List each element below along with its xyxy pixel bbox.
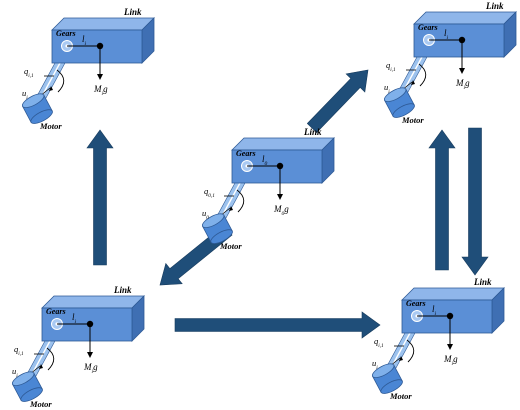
transition-arrow-bottom-left-to-bottom-right <box>174 311 381 339</box>
gears-label: Gears <box>56 29 76 38</box>
link-label: Link <box>303 127 322 137</box>
gravity-arrowhead <box>97 74 103 80</box>
transition-arrow-bottom-right-to-top-right <box>428 129 456 271</box>
gravity-arrowhead <box>87 352 93 358</box>
gears-label: Gears <box>236 149 256 158</box>
motor-top <box>21 93 45 108</box>
rotation-curve <box>46 347 55 371</box>
transition-arrow-bottom-left-to-top-left <box>86 129 114 266</box>
link-length-label: li <box>82 34 87 47</box>
gravity-arrowhead <box>459 68 465 74</box>
gears-label: Gears <box>418 23 438 32</box>
motor-label: Motor <box>219 241 242 251</box>
motor-icon <box>371 363 403 394</box>
motor-input-label: ui <box>384 82 390 95</box>
motor-top <box>11 371 35 386</box>
link-label: Link <box>123 7 142 17</box>
motor-input-label: ui <box>12 366 18 379</box>
motor-input-label: u0 <box>202 208 209 221</box>
joint-angle-label: qi,1 <box>14 344 24 357</box>
motor-label: Motor <box>389 391 412 401</box>
motor-icon <box>201 213 233 244</box>
joint-angle-label: qi,1 <box>24 66 34 79</box>
motor-bottom <box>210 229 233 244</box>
u-arrowhead <box>49 86 53 91</box>
u-arrowhead <box>39 364 43 369</box>
link-length-label: li <box>432 304 437 317</box>
gravity-force-label: Mig <box>93 84 108 97</box>
gravity-force-label: Mig <box>455 78 470 91</box>
gravity-force-label: M0g <box>273 204 289 217</box>
motor-icon <box>21 93 53 124</box>
link-length-label: l0 <box>262 154 268 167</box>
link-label: Link <box>113 285 132 295</box>
u-arrowhead <box>399 356 403 361</box>
motor-label: Motor <box>39 121 62 131</box>
link-length-label: li <box>72 312 77 325</box>
joint-angle-label: q0,1 <box>204 186 215 199</box>
gears-label: Gears <box>46 307 66 316</box>
motor-input-label: ui <box>22 88 28 101</box>
joint-angle-label: qi,1 <box>386 60 396 73</box>
motor-icon <box>383 87 415 118</box>
motor-top <box>383 87 407 102</box>
rotation-curve <box>236 189 245 213</box>
motor-top <box>371 363 395 378</box>
motor-bottom <box>392 103 415 118</box>
motor-icon <box>11 371 43 402</box>
rotation-curve <box>406 339 415 363</box>
motor-bottom <box>380 379 403 394</box>
link-label: Link <box>473 277 492 287</box>
gears-label: Gears <box>406 299 426 308</box>
transition-arrow-top-right-to-bottom-right <box>461 127 489 276</box>
transition-arrow-center-to-top-right <box>306 69 369 133</box>
motor-label: Motor <box>29 399 52 409</box>
u-arrowhead <box>411 80 415 85</box>
motor-bottom <box>20 387 43 402</box>
motor-bottom <box>30 109 53 124</box>
motor-label: Motor <box>401 115 424 125</box>
rotation-curve <box>418 63 427 87</box>
link-length-label: li <box>444 28 449 41</box>
u-arrowhead <box>229 206 233 211</box>
link-label: Link <box>485 1 504 11</box>
motor-top <box>201 213 225 228</box>
gravity-arrowhead <box>447 344 453 350</box>
gravity-arrowhead <box>277 194 283 200</box>
gravity-force-label: Mig <box>83 362 98 375</box>
motor-input-label: ui <box>372 358 378 371</box>
rotation-curve <box>56 69 65 93</box>
joint-angle-label: qi,1 <box>374 336 384 349</box>
gravity-force-label: Mig <box>443 354 458 367</box>
